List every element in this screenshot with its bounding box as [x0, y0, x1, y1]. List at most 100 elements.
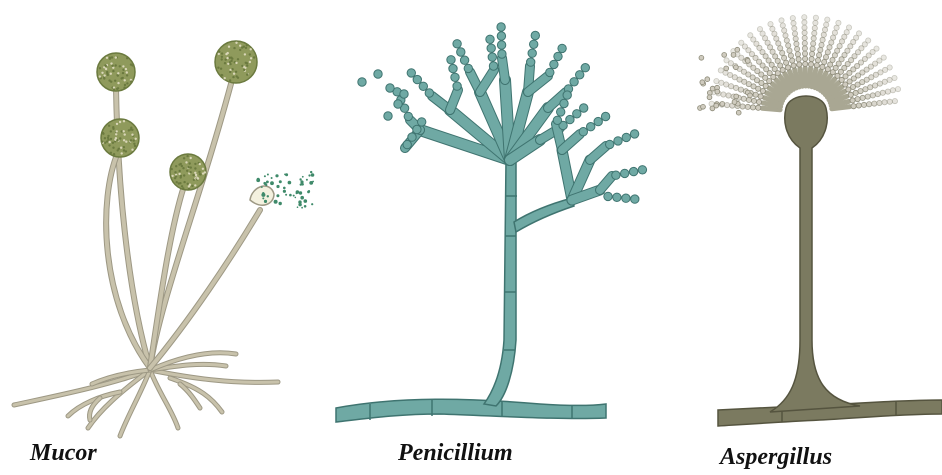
penicillium-conidium — [570, 78, 578, 86]
aspergillus-conidium — [757, 27, 762, 32]
mucor-released-spore — [262, 197, 264, 199]
aspergillus-conidium — [811, 41, 816, 46]
aspergillus-conidium — [796, 57, 801, 62]
mucor-sporangium-texture — [195, 174, 197, 176]
aspergillus-loose-conidium — [735, 47, 740, 52]
aspergillus-loose-conidium — [731, 53, 736, 58]
penicillium-conidium — [604, 192, 612, 200]
mucor-released-spore — [289, 194, 292, 197]
mucor-released-spore — [312, 181, 314, 183]
penicillium-conidium — [498, 50, 506, 58]
mucor-sporangium-texture — [131, 149, 133, 151]
mucor-sporangium-texture — [175, 165, 177, 167]
mucor-released-spore — [298, 203, 301, 206]
aspergillus-conidium — [803, 56, 808, 61]
aspergillus-conidium — [824, 22, 829, 27]
aspergillus-conidium — [813, 20, 818, 25]
aspergillus-conidium — [739, 40, 744, 45]
mucor-sporangium-texture — [123, 130, 125, 132]
aspergillus-conidium — [809, 57, 814, 62]
aspergillus-conidium — [874, 46, 879, 51]
aspergillus-loose-conidium — [748, 93, 753, 98]
mucor-sporangium-texture — [183, 157, 185, 159]
aspergillus-conidium — [867, 102, 872, 107]
mucor-released-spore — [264, 200, 267, 203]
aspergillus-conidium — [814, 63, 819, 68]
mucor-sporangium-texture — [217, 67, 219, 69]
aspergillus-conidium — [791, 63, 796, 68]
mucor-sporangium-texture — [237, 58, 239, 60]
mucor-sporangium-texture — [221, 58, 223, 60]
aspergillus-conidium — [820, 37, 825, 42]
mucor-sporangium-texture — [125, 150, 127, 152]
mucor-sporangium-texture — [239, 49, 241, 51]
aspergillus-conidium — [850, 98, 855, 103]
mucor-sporangium-texture — [101, 141, 103, 143]
mucor-sporangium-texture — [226, 57, 228, 59]
aspergillus-conidium — [892, 99, 897, 104]
aspergillus-conidium — [780, 23, 785, 28]
aspergillus-conidium — [791, 21, 796, 26]
mucor-sporangium-texture — [108, 125, 110, 127]
mucor-sporangium-texture — [249, 53, 251, 55]
mucor-sporangium-texture — [115, 133, 117, 135]
aspergillus-loose-conidium — [734, 94, 739, 99]
mucor-sporangium-texture — [225, 58, 227, 60]
mucor-sporangium-texture — [229, 61, 231, 63]
mucor-released-spore — [299, 191, 302, 194]
mucor-sporangium-texture — [188, 187, 190, 189]
penicillium-conidium — [453, 82, 461, 90]
aspergillus-conidium — [872, 101, 877, 106]
mucor-sporangium-texture — [99, 67, 101, 69]
mucor-sporangium-texture — [123, 87, 125, 89]
aspergillus-conidium — [834, 25, 839, 30]
aspergillus-loose-conidium — [715, 89, 720, 94]
penicillium-phialide — [450, 90, 458, 110]
mucor-released-spore — [300, 183, 302, 185]
penicillium-conidium — [614, 137, 622, 145]
mucor-sporangium-texture — [116, 123, 118, 125]
aspergillus-conidium — [795, 52, 800, 57]
mucor-sporangium-texture — [250, 57, 252, 59]
mucor-sporangium-texture — [174, 171, 176, 173]
mucor-sporangium-texture — [122, 69, 124, 71]
mucor-sporangium-texture — [123, 120, 125, 122]
mucor-sporangium-texture — [253, 56, 255, 58]
mucor-sporangium-texture — [244, 53, 246, 55]
mucor-released-spore — [293, 195, 295, 197]
aspergillus-conidium — [813, 15, 818, 20]
mucor-sporangium-texture — [244, 67, 246, 69]
mucor-sporangium-texture — [181, 165, 183, 167]
aspergillus-conidium — [741, 96, 746, 101]
mucor-sporangium-texture — [120, 77, 122, 79]
penicillium-conidium — [630, 130, 638, 138]
mucor-sporangium-texture — [224, 62, 226, 64]
aspergillus-loose-conidium — [734, 65, 739, 70]
mucor-sporangium-texture — [117, 72, 119, 74]
mucor-released-spore — [279, 180, 282, 183]
penicillium-conidiophore — [484, 160, 574, 406]
mucor-sporangium-texture — [123, 146, 125, 148]
mucor-sporangium-texture — [231, 68, 233, 70]
penicillium-conidium — [601, 112, 609, 120]
mucor-sporangium-texture — [106, 57, 108, 59]
mucor-sporangium-texture — [112, 70, 114, 72]
penicillium-conidium — [594, 117, 602, 125]
mucor-sporangium-texture — [124, 133, 126, 135]
penicillium-conidium — [488, 53, 496, 61]
penicillium-conidium — [528, 49, 536, 57]
mucor-released-spore — [276, 185, 279, 188]
mucor-sporangium-texture — [112, 67, 114, 69]
mucor-sporangium-texture — [122, 72, 124, 74]
mucor-sporangium-texture — [236, 75, 238, 77]
mucor-sporangium-texture — [241, 65, 243, 67]
mucor-sporangium-texture — [183, 181, 185, 183]
aspergillus-conidium — [786, 43, 791, 48]
mucor-sporangium-texture — [135, 138, 137, 140]
aspergillus-conidium — [851, 104, 856, 109]
mucor-sporangium-texture — [133, 139, 135, 141]
mucor-sporangium-texture — [110, 81, 112, 83]
penicillium-conidium — [464, 64, 472, 72]
aspergillus-conidium — [808, 62, 813, 67]
penicillium-hypha — [336, 399, 606, 422]
